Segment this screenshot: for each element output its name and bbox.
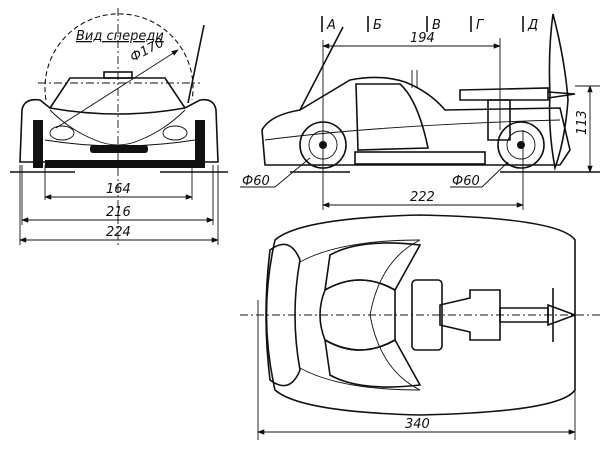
top-view	[240, 214, 600, 440]
side-view	[240, 13, 600, 210]
windshield	[49, 77, 186, 109]
dim-164: 164	[106, 182, 131, 197]
dim-216: 216	[106, 205, 131, 220]
engine-top	[439, 289, 501, 341]
rear-wheel-diameter-label: Ф60	[452, 174, 480, 189]
front-wheel	[299, 121, 347, 169]
dim-224: 224	[106, 225, 131, 240]
dim-222: 222	[410, 190, 435, 205]
engine	[459, 87, 549, 101]
antenna	[187, 24, 205, 104]
propeller-circle	[44, 13, 194, 101]
section-markers	[321, 16, 524, 32]
front-view-title: Вид спереди	[76, 29, 164, 44]
front-wheel-diameter-label: Ф60	[242, 174, 270, 189]
dim-194: 194	[410, 31, 435, 46]
dim-113: 113	[575, 110, 590, 135]
front-body	[19, 98, 219, 163]
top-body	[265, 214, 576, 416]
section-label-d: Д	[527, 18, 538, 33]
section-label-g: Г	[476, 18, 485, 33]
section-label-b: Б	[373, 18, 382, 33]
antenna	[299, 26, 344, 111]
section-label-v: В	[432, 18, 441, 33]
dim-340: 340	[405, 417, 430, 432]
rear-wheel	[497, 121, 545, 169]
side-window	[355, 83, 429, 151]
side-body	[261, 76, 571, 166]
front-view	[10, 8, 228, 245]
propeller	[548, 13, 569, 172]
section-label-a: А	[326, 18, 336, 33]
